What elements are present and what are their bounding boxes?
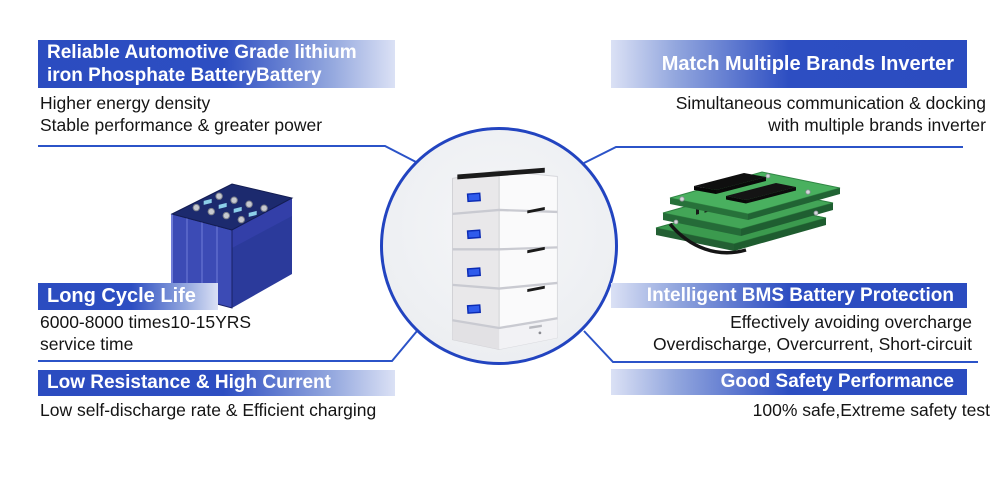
text-line: Higher energy density [40,93,211,113]
banner-bms-protection: Intelligent BMS Battery Protection [611,283,967,308]
banner-match-inverter: Match Multiple Brands Inverter [611,40,967,88]
text-self-discharge: Low self-discharge rate & Efficient char… [40,399,376,421]
text-line: Effectively avoiding overcharge [730,312,972,332]
banner-line: Long Cycle Life [47,285,196,307]
text-energy-density: Higher energy density Stable performance… [40,92,322,136]
banner-line: Low Resistance & High Current [47,372,331,393]
banner-line: Intelligent BMS Battery Protection [646,284,954,306]
banner-low-resistance: Low Resistance & High Current [38,370,395,396]
bms-boards-image [655,171,841,255]
banner-safety-performance: Good Safety Performance [611,369,967,395]
banner-long-cycle-life: Long Cycle Life [38,283,218,310]
stacked-battery-tower-image [452,167,558,350]
text-line: Low self-discharge rate & Efficient char… [40,400,377,420]
text-line: Simultaneous communication & docking [675,93,986,113]
text-line: with multiple brands inverter [768,115,986,135]
banner-line: Match Multiple Brands Inverter [661,52,954,75]
center-product-circle [380,127,618,365]
module-displays [466,192,481,314]
board-screws [673,173,819,225]
module-handles [527,207,545,329]
wire [668,222,747,255]
text-line: Stable performance & greater power [40,115,323,135]
text-line: Overdischarge, Overcurrent, Short-circui… [653,334,972,354]
connector-top-left [38,145,417,163]
text-line: 100% safe,Extreme safety test [752,400,990,420]
banner-line: Reliable Automotive Grade lithium [47,42,357,63]
text-line: 6000-8000 times10-15YRS [40,312,252,332]
text-line: service time [40,334,134,354]
text-overcharge-protection: Effectively avoiding overcharge Overdisc… [600,311,972,355]
cell-terminals [192,192,268,224]
banner-reliable-lfp-battery: Reliable Automotive Grade lithium iron P… [38,40,395,88]
text-cycle-life: 6000-8000 times10-15YRS service time [40,311,251,355]
cell-vents [203,198,257,217]
banner-line: Good Safety Performance [720,371,954,392]
text-safety-test: 100% safe,Extreme safety test [600,399,990,421]
banner-line: iron Phosphate BatteryBattery [47,65,322,86]
text-communication-docking: Simultaneous communication & docking wit… [600,92,986,136]
